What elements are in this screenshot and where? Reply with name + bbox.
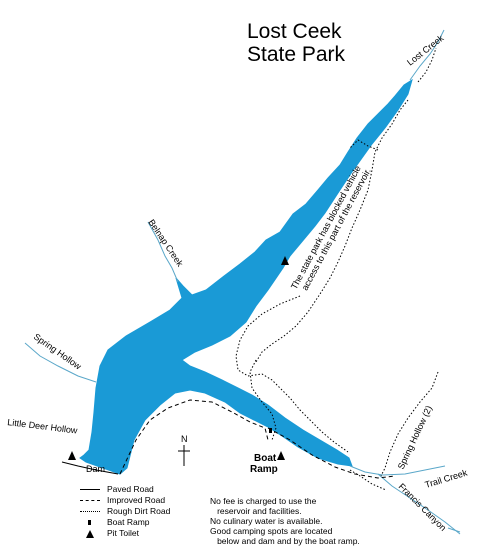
paved-road-symbol [80,489,100,490]
rough-dirt-roads [235,47,439,491]
boat-ramp-icon [88,520,91,525]
legend-improved-road: Improved Road [80,495,170,506]
reservoir [79,78,413,475]
label-trail-creek: Trail Creek [424,467,469,489]
label-boat-ramp-line1: Boat [254,453,277,464]
rough-dirt-road-symbol [80,511,100,512]
north-arrow-icon [178,445,190,466]
label-francis-canyon: Francis Canyon [397,481,449,533]
park-notes: No fee is charged to use the reservoir a… [210,496,360,546]
improved-roads [119,399,396,479]
legend-label: Boat Ramp [107,517,150,527]
paved-road-line [61,461,119,475]
label-little-deer-hollow: Little Deer Hollow [7,417,79,436]
legend-paved-road: Paved Road [80,484,170,495]
note-line: Good camping spots are located [210,526,333,536]
pit-toilet-icon [68,451,76,460]
map-title: Lost Ceek State Park [247,20,345,66]
note-line: No fee is charged to use the [210,496,317,506]
north-label: N [181,434,188,444]
label-belnap-creek: Belnap Creek [146,218,185,269]
legend-label: Rough Dirt Road [107,506,171,516]
note-line: reservoir and facilities. [210,506,302,516]
title-line1: Lost Ceek [247,20,342,43]
note-line: No culinary water is available. [210,516,323,526]
legend-label: Pit Toilet [107,528,139,538]
label-dam: Dam [86,464,105,474]
label-spring-hollow-2: Spring Hollow (2) [396,404,434,471]
streams [24,29,461,535]
legend-rough-dirt-road: Rough Dirt Road [80,506,170,517]
improved-road-symbol [80,500,100,501]
pit-toilet-icon [86,530,94,538]
legend-pit-toilet: Pit Toilet [80,528,170,539]
note-line: below and dam and by the boat ramp. [210,536,360,546]
boat-ramp-icon [269,428,272,433]
legend-boat-ramp: Boat Ramp [80,517,170,528]
label-lost-creek: Lost Creek [405,33,446,68]
pit-toilet-icon [277,451,285,460]
label-boat-ramp-line2: Ramp [250,464,278,475]
legend-label: Improved Road [107,495,166,505]
title-line2: State Park [247,43,346,66]
pit-toilet-icon [281,256,289,265]
legend-label: Paved Road [107,484,154,494]
map-legend: Paved Road Improved Road Rough Dirt Road… [80,484,170,539]
